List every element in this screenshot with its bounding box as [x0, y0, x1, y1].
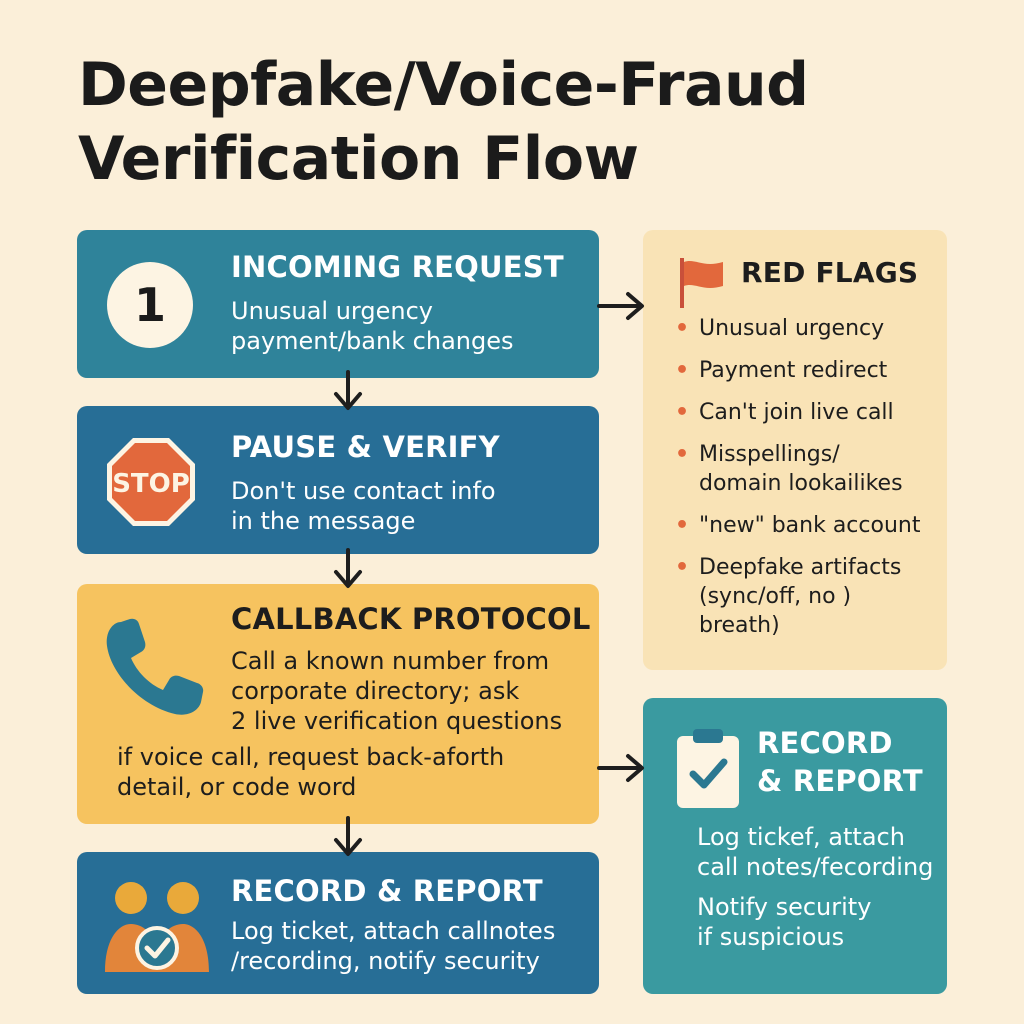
red-flag-text: Deepfake artifacts (sync/off, no ) breat…	[699, 555, 902, 638]
arrow-down-icon	[334, 370, 362, 410]
stop-sign-icon: STOP	[103, 434, 199, 530]
red-flags-list: •Unusual urgency •Payment redirect •Can'…	[669, 314, 920, 653]
step-body: Call a known number from corporate direc…	[231, 646, 562, 736]
red-flag-text: Payment redirect	[699, 358, 888, 383]
step-heading: INCOMING REQUEST	[231, 250, 564, 284]
record-report-text: Notify security if suspicious	[697, 893, 872, 951]
red-flags-panel: RED FLAGS •Unusual urgency •Payment redi…	[643, 230, 947, 670]
page-title: Deepfake/Voice-Fraud Verification Flow	[78, 48, 978, 196]
step-body-line: payment/bank changes	[231, 327, 514, 355]
step-body-line: /recording, notify security	[231, 947, 540, 975]
list-item: •Payment redirect	[675, 358, 888, 383]
phone-icon	[99, 614, 209, 724]
step-record-report: RECORD & REPORT Log ticket, attach calln…	[77, 852, 599, 994]
flag-icon	[677, 256, 727, 308]
step-heading: CALLBACK PROTOCOL	[231, 602, 591, 636]
step-heading: PAUSE & VERIFY	[231, 430, 500, 464]
step-body-line: Don't use contact info	[231, 477, 496, 505]
step-body-line: Call a known number from	[231, 647, 550, 675]
title-line-1: Deepfake/Voice-Fraud	[78, 50, 809, 120]
clipboard-check-icon	[673, 726, 743, 810]
step-body: Don't use contact info in the message	[231, 476, 496, 536]
step-body-line: 2 live verification questions	[231, 707, 563, 735]
step-body: Unusual urgency payment/bank changes	[231, 296, 514, 356]
title-line-2: Verification Flow	[78, 124, 639, 194]
step-callback-protocol: CALLBACK PROTOCOL Call a known number fr…	[77, 584, 599, 824]
people-check-icon	[101, 876, 213, 976]
step-body-line: corporate directory; ask	[231, 677, 520, 705]
list-item: •Deepfake artifacts (sync/off, no ) brea…	[675, 555, 902, 638]
record-report-text: Log tickef, attach call notes/fecording	[697, 823, 934, 881]
step-body-line: Unusual urgency	[231, 297, 433, 325]
red-flag-text: Unusual urgency	[699, 316, 885, 341]
arrow-down-icon	[334, 548, 362, 588]
arrow-right-icon	[597, 754, 644, 782]
step-body: Log ticket, attach callnotes /recording,…	[231, 916, 555, 976]
list-item: •"new" bank account	[675, 513, 921, 538]
arrow-right-icon	[597, 292, 644, 320]
step-body-line: if voice call, request back-aforth	[117, 743, 505, 771]
step-body-line: Log ticket, attach callnotes	[231, 917, 556, 945]
step-heading: RECORD & REPORT	[231, 874, 543, 908]
list-item: •Unusual urgency	[675, 316, 885, 341]
step-body-line: detail, or code word	[117, 773, 357, 801]
red-flags-heading: RED FLAGS	[741, 256, 919, 289]
step-body-extra: if voice call, request back-aforth detai…	[117, 742, 504, 802]
red-flag-text: Can't join live call	[699, 400, 894, 425]
list-item: •Can't join live call	[675, 400, 894, 425]
record-report-panel: RECORD & REPORT Log tickef, attach call …	[643, 698, 947, 994]
red-flag-text: "new" bank account	[699, 513, 921, 538]
record-report-heading: RECORD & REPORT	[757, 726, 923, 798]
step-pause-verify: STOP PAUSE & VERIFY Don't use contact in…	[77, 406, 599, 554]
step-body-line: in the message	[231, 507, 416, 535]
list-item: •Misspellings/ domain lookailikes	[675, 442, 903, 496]
red-flag-text: Misspellings/ domain lookailikes	[699, 442, 903, 496]
stop-sign-text: STOP	[112, 469, 190, 499]
step-incoming-request: 1 INCOMING REQUEST Unusual urgency payme…	[77, 230, 599, 378]
number-circle-icon: 1	[107, 262, 193, 348]
arrow-down-icon	[334, 816, 362, 856]
